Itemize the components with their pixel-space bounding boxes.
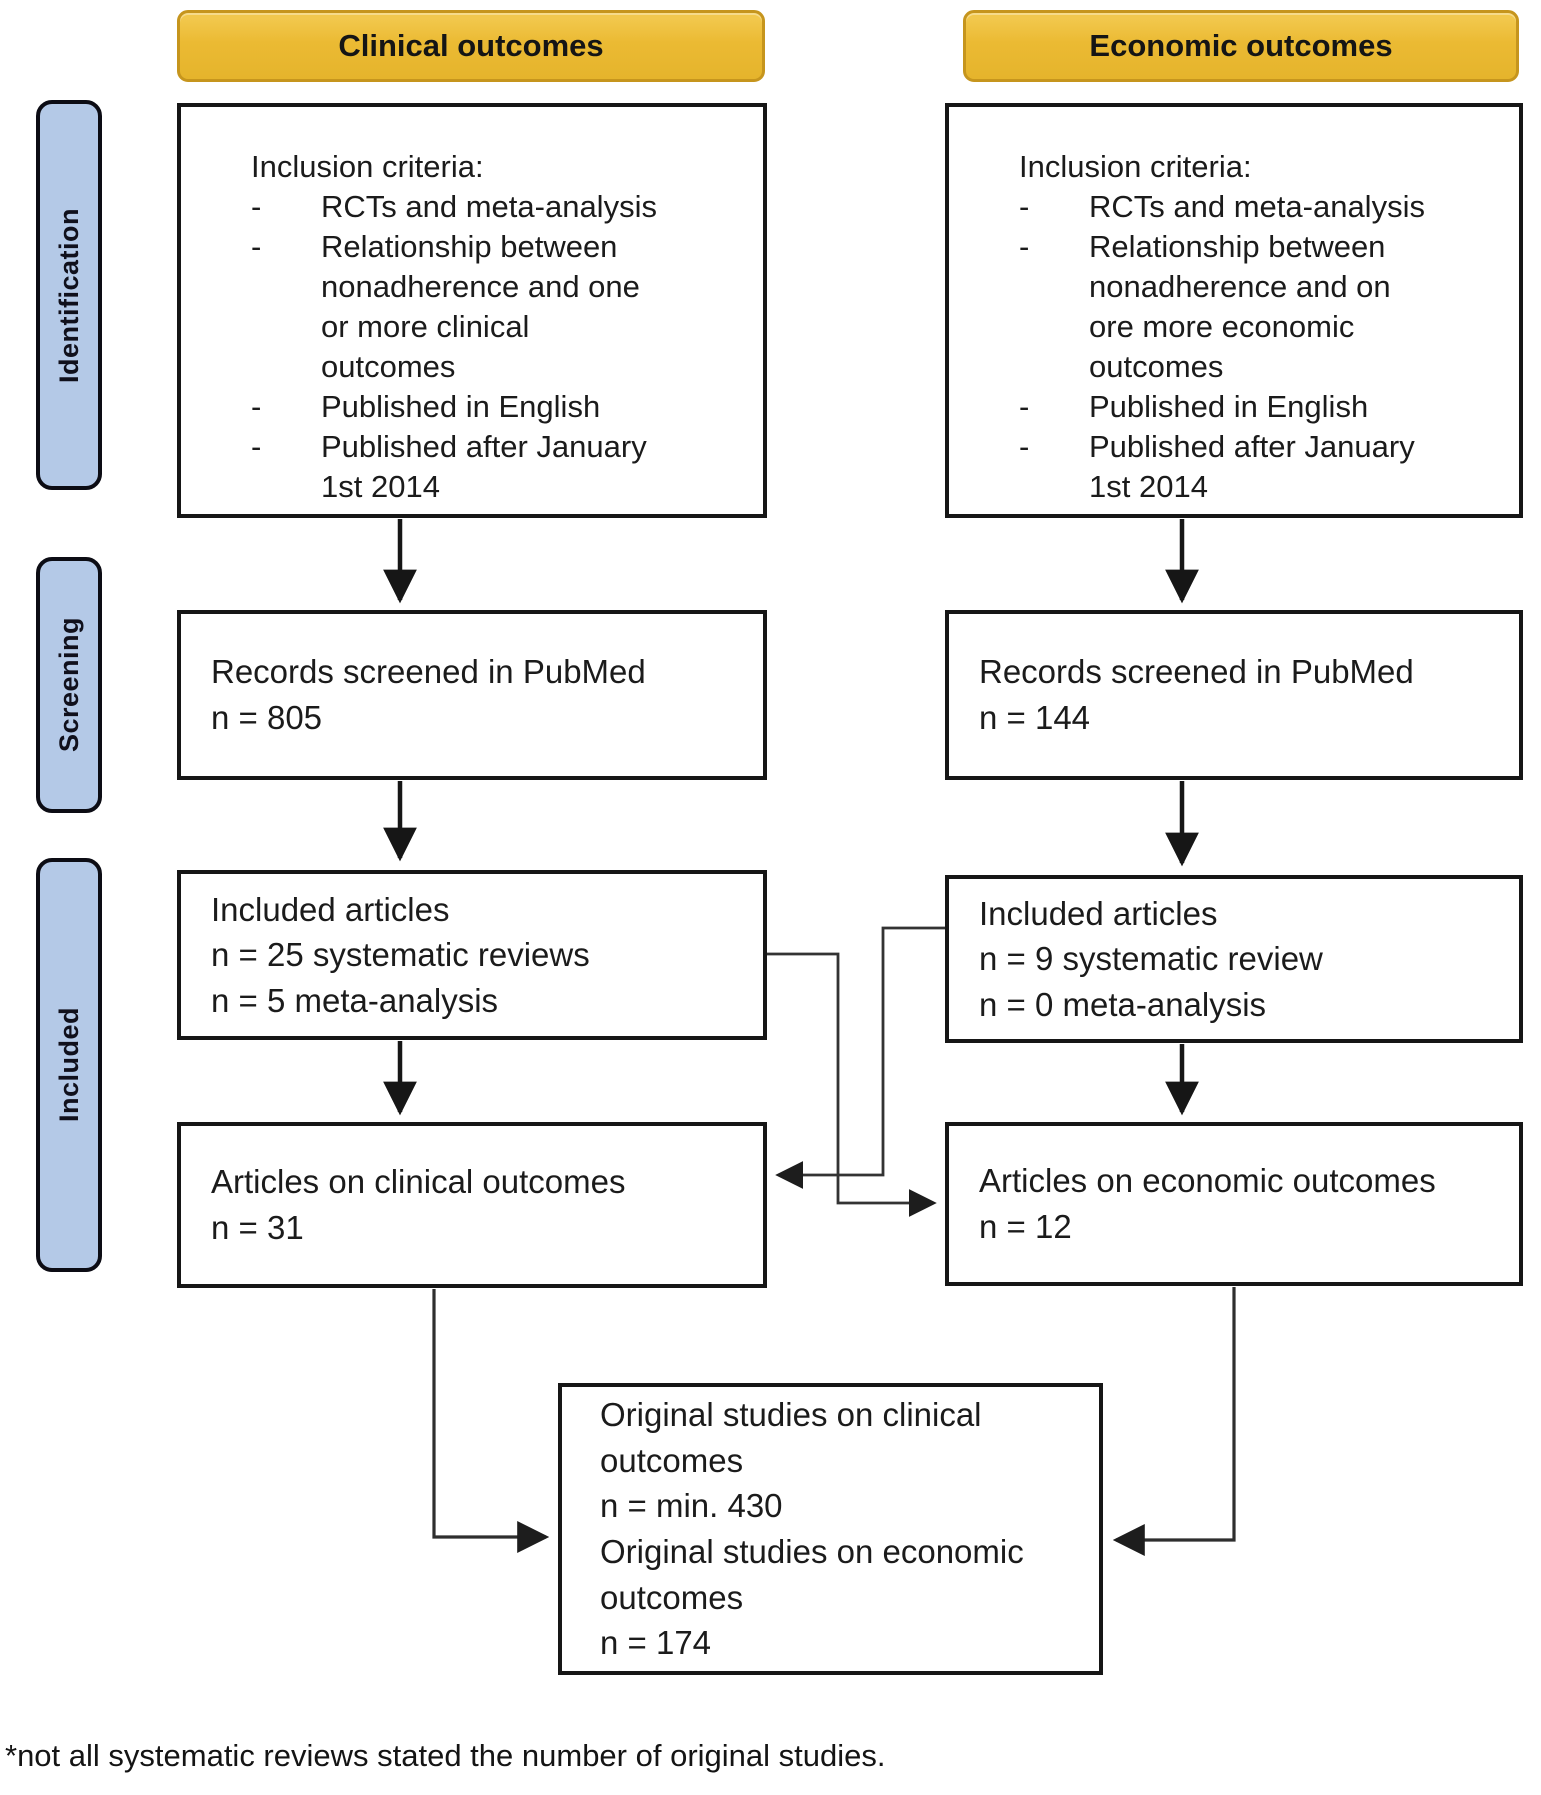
bullet-dash: - — [1019, 188, 1030, 224]
clinical-criteria-item-text: Published after January 1st 2014 — [321, 428, 647, 504]
bullet-dash: - — [251, 188, 262, 224]
bullet-dash: - — [251, 388, 262, 424]
economic-criteria-title: Inclusion criteria: — [1019, 149, 1252, 184]
clinical-outcomes-header-label: Clinical outcomes — [338, 28, 604, 63]
connector-economic-included-to-clinical-articles — [775, 926, 945, 1189]
clinical-criteria-item: - Published in English — [251, 387, 751, 427]
original-studies-box: Original studies on clinical outcomes n … — [558, 1383, 1103, 1675]
clinical-criteria-item-text: RCTs and meta-analysis — [321, 188, 657, 224]
economic-outcomes-header: Economic outcomes — [963, 10, 1519, 82]
footnote: *not all systematic reviews stated the n… — [5, 1738, 886, 1773]
screening-label-text: Screening — [53, 617, 84, 753]
clinical-criteria-item-text: Published in English — [321, 388, 601, 424]
bullet-dash: - — [251, 428, 262, 464]
economic-criteria-item: - RCTs and meta-analysis — [1019, 187, 1507, 227]
clinical-inclusion-criteria-box: Inclusion criteria: - RCTs and meta-anal… — [177, 103, 767, 518]
bullet-dash: - — [251, 228, 262, 264]
clinical-criteria-item: - RCTs and meta-analysis — [251, 187, 751, 227]
clinical-included-articles-box: Included articles n = 25 systematic revi… — [177, 870, 767, 1040]
clinical-articles-on-outcomes-text: Articles on clinical outcomes n = 31 — [211, 1163, 626, 1246]
clinical-criteria-item-text: Relationship between nonadherence and on… — [321, 228, 640, 384]
economic-criteria-item: - Published after January 1st 2014 — [1019, 427, 1507, 507]
connector-economic-articles-to-original-studies — [1112, 1287, 1236, 1556]
economic-articles-on-outcomes-text: Articles on economic outcomes n = 12 — [979, 1162, 1436, 1245]
identification-label-text: Identification — [53, 207, 84, 383]
economic-criteria-item: - Relationship between nonadherence and … — [1019, 227, 1507, 387]
clinical-criteria-item: - Relationship between nonadherence and … — [251, 227, 751, 387]
clinical-outcomes-header: Clinical outcomes — [177, 10, 765, 82]
included-label-text: Included — [53, 1007, 84, 1123]
economic-records-screened-text: Records screened in PubMed n = 144 — [979, 653, 1414, 736]
connector-clinical-articles-to-original-studies — [432, 1289, 550, 1553]
economic-criteria-item-text: Published after January 1st 2014 — [1089, 428, 1415, 504]
economic-outcomes-header-label: Economic outcomes — [1089, 28, 1393, 63]
stage-label-screening: Screening — [36, 557, 102, 813]
stage-label-included: Included — [36, 858, 102, 1272]
economic-included-articles-box: Included articles n = 9 systematic revie… — [945, 875, 1523, 1043]
clinical-included-articles-text: Included articles n = 25 systematic revi… — [211, 890, 590, 1019]
clinical-criteria-item: - Published after January 1st 2014 — [251, 427, 751, 507]
economic-criteria-item: - Published in English — [1019, 387, 1507, 427]
clinical-criteria-title: Inclusion criteria: — [251, 149, 484, 184]
clinical-records-screened-box: Records screened in PubMed n = 805 — [177, 610, 767, 780]
clinical-articles-on-outcomes-box: Articles on clinical outcomes n = 31 — [177, 1122, 767, 1288]
original-studies-text: Original studies on clinical outcomes n … — [600, 1396, 1024, 1662]
bullet-dash: - — [1019, 228, 1030, 264]
bullet-dash: - — [1019, 428, 1030, 464]
economic-inclusion-criteria-box: Inclusion criteria: - RCTs and meta-anal… — [945, 103, 1523, 518]
stage-label-identification: Identification — [36, 100, 102, 490]
economic-articles-on-outcomes-box: Articles on economic outcomes n = 12 — [945, 1122, 1523, 1286]
economic-included-articles-text: Included articles n = 9 systematic revie… — [979, 894, 1323, 1023]
connector-clinical-included-to-economic-articles — [767, 952, 937, 1217]
economic-records-screened-box: Records screened in PubMed n = 144 — [945, 610, 1523, 780]
economic-criteria-item-text: Relationship between nonadherence and on… — [1089, 228, 1391, 384]
economic-criteria-item-text: RCTs and meta-analysis — [1089, 188, 1425, 224]
bullet-dash: - — [1019, 388, 1030, 424]
clinical-records-screened-text: Records screened in PubMed n = 805 — [211, 653, 646, 736]
economic-criteria-item-text: Published in English — [1089, 388, 1369, 424]
